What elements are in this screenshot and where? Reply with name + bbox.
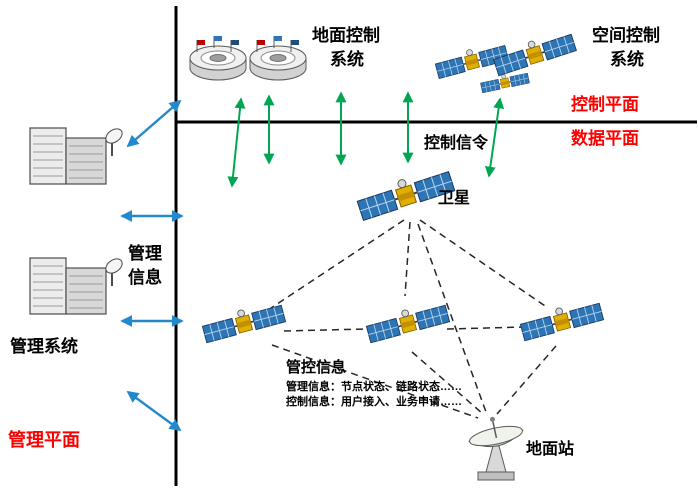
label-control-signaling: 控制信令 — [424, 135, 489, 152]
link-left-to-middle-satellite — [283, 328, 367, 332]
management-building-icon — [29, 124, 126, 185]
ground-station-icon — [464, 410, 526, 481]
control-signaling-arrows — [227, 91, 505, 188]
link-satellite-to-ground-station — [417, 223, 487, 413]
middle-satellite-icon — [364, 298, 451, 344]
ground-control-pad-icon — [249, 35, 307, 81]
label-mgmt-control-info-detail1: 管理信息：节点状态、链路状态…… — [286, 381, 462, 393]
link-middle-to-right-satellite — [446, 326, 525, 330]
ground-control-pad-icon — [189, 35, 247, 81]
label-space-control-system-line2: 系统 — [610, 50, 644, 69]
label-management-info-line2: 信息 — [128, 268, 162, 287]
label-satellite: 卫星 — [438, 190, 471, 207]
management-arrow-1 — [126, 99, 182, 148]
dashed-links — [267, 219, 557, 419]
link-satellite-to-left-satellite — [267, 219, 405, 311]
right-satellite-icon — [518, 296, 605, 342]
label-mgmt-control-info-title: 管控信息 — [286, 359, 347, 376]
management-arrow-4 — [126, 390, 182, 432]
label-mgmt-control-info-detail2: 控制信息：用户接入、业务申请…… — [286, 396, 462, 408]
label-management-system: 管理系统 — [10, 337, 78, 356]
label-space-control-system-line1: 空间控制 — [592, 26, 660, 45]
label-ground-control-system-line1: 地面控制 — [312, 26, 380, 45]
link-left-satellite-to-ground-station — [271, 344, 479, 419]
label-ground-station: 地面站 — [526, 441, 575, 458]
label-control-plane: 控制平面 — [571, 95, 639, 114]
management-info-arrows — [120, 99, 184, 432]
label-ground-control-system-line2: 系统 — [330, 50, 364, 69]
management-building-icon — [29, 254, 126, 315]
label-management-plane: 管理平面 — [8, 430, 80, 450]
label-data-plane: 数据平面 — [571, 129, 639, 148]
link-satellite-to-right-satellite — [419, 219, 549, 309]
label-management-info-line1: 管理 — [128, 244, 162, 263]
link-right-satellite-to-ground-station — [496, 345, 557, 415]
control-arrow-5 — [484, 97, 505, 178]
link-middle-satellite-to-ground-station — [411, 351, 484, 415]
control-arrow-1 — [227, 97, 246, 188]
link-satellite-to-middle-satellite — [404, 221, 411, 297]
